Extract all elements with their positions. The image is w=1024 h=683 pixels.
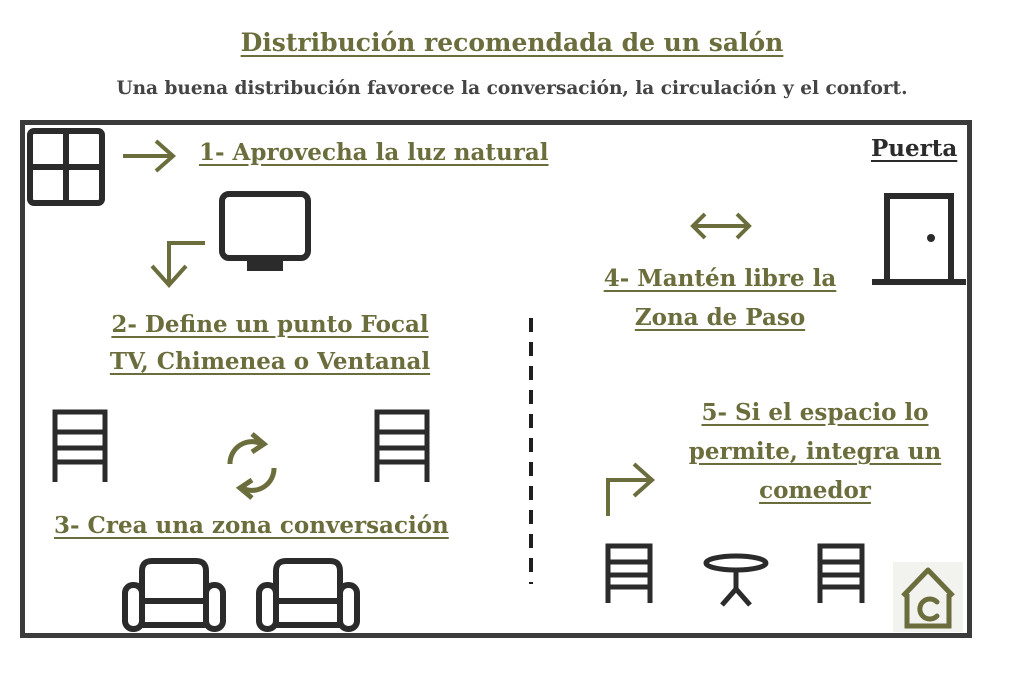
step5-label-line3: comedor [759, 477, 871, 504]
chair-icon [816, 543, 866, 605]
room-outline [20, 120, 972, 638]
step4-label-line1: 4- Mantén libre la [603, 265, 837, 292]
step4-label-line2: Zona de Paso [634, 304, 806, 331]
window-icon [26, 127, 106, 207]
arrow-up-right-icon [602, 460, 658, 518]
step3-label: 3- Crea una zona conversación [54, 512, 449, 539]
step5-label-line2: permite, integra un [688, 438, 942, 465]
step2-label-line1: 2- Define un punto Focal [111, 311, 429, 338]
arrow-right-icon [120, 136, 180, 176]
brand-logo-icon [893, 562, 963, 632]
page-subtitle: Una buena distribución favorece la conve… [116, 78, 908, 99]
step5-label-line1: 5- Si el espacio lo [701, 399, 929, 426]
chair-icon [604, 543, 654, 605]
double-arrow-icon [688, 210, 754, 242]
chair-icon [50, 408, 110, 484]
arrow-down-left-icon [145, 238, 207, 290]
armchair-icon [122, 555, 226, 639]
door-icon [870, 190, 968, 290]
round-table-icon [702, 553, 770, 607]
tv-icon [218, 190, 312, 276]
refresh-icon [220, 428, 284, 504]
page-title: Distribución recomendada de un salón [240, 28, 784, 57]
step2-label-line2: TV, Chimenea o Ventanal [109, 348, 431, 375]
zone-divider [526, 318, 536, 584]
chair-icon [372, 408, 432, 484]
armchair-icon [256, 555, 360, 639]
step1-label: 1- Aprovecha la luz natural [199, 139, 549, 166]
door-label: Puerta [871, 135, 958, 162]
